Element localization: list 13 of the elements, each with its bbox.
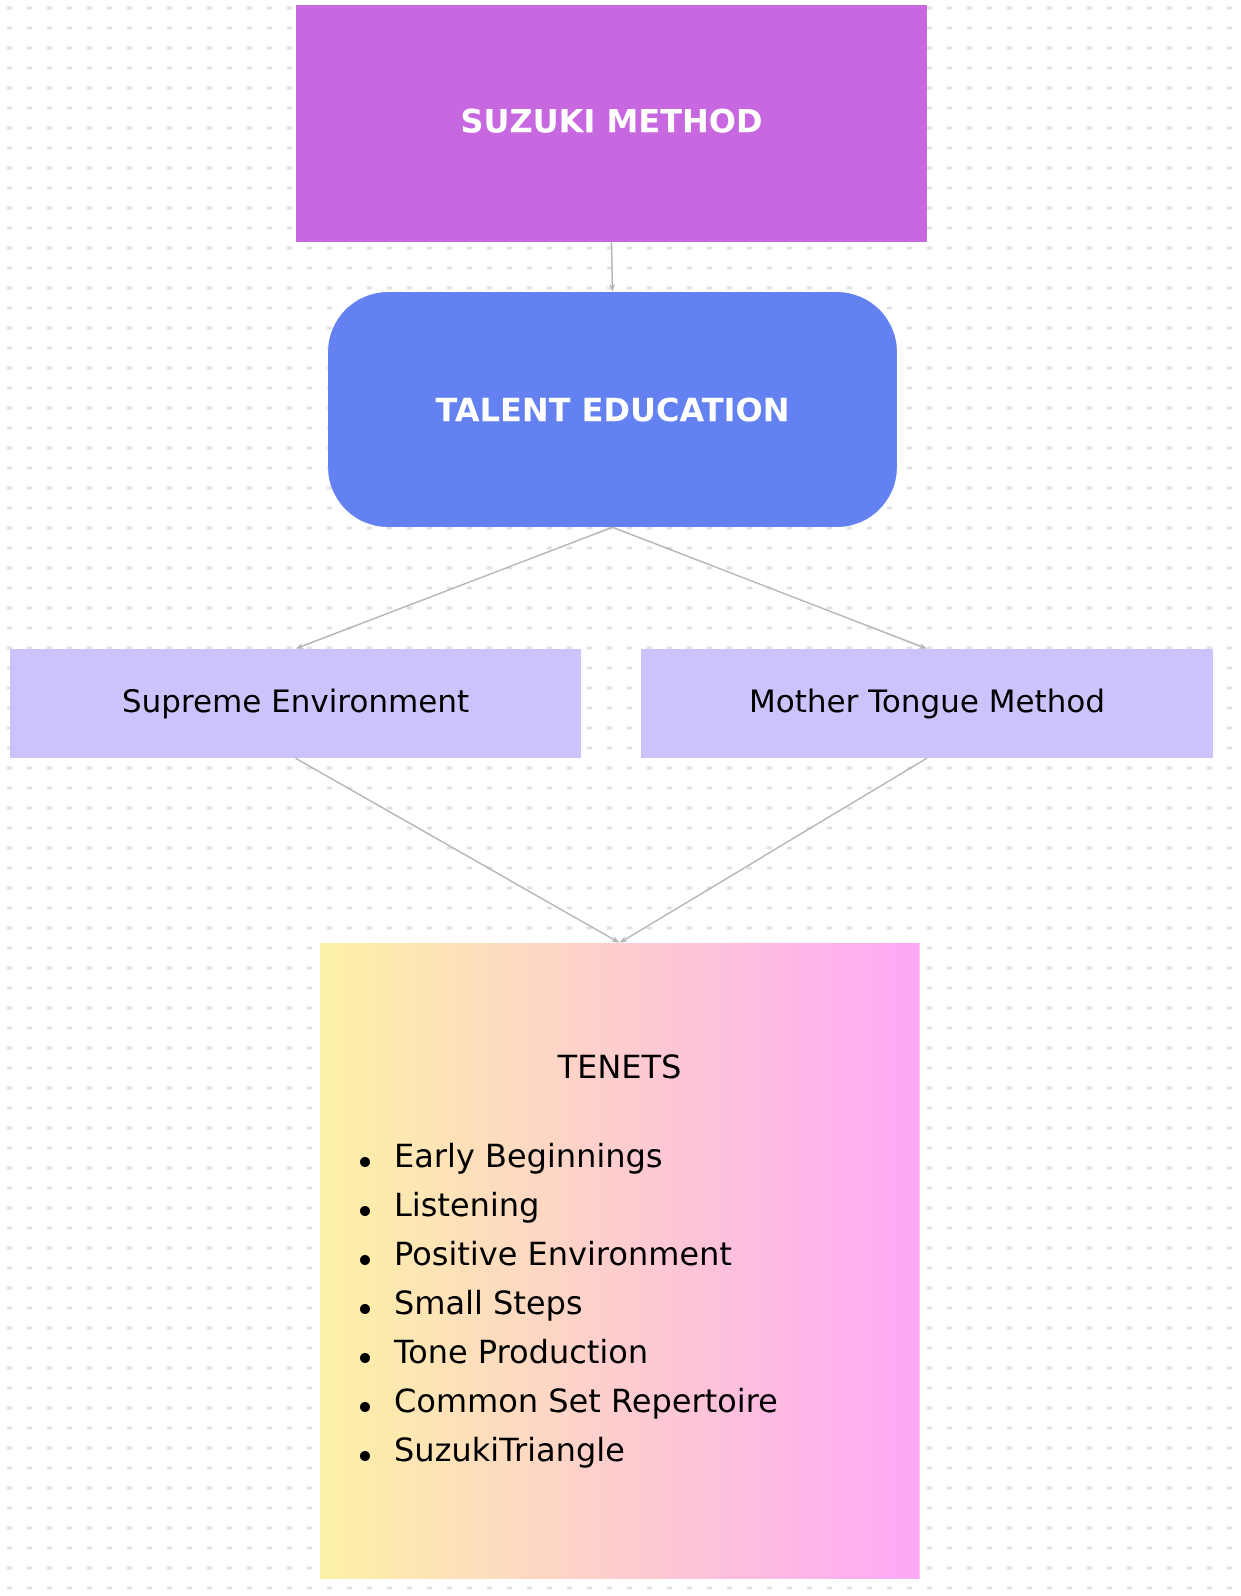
rounded-box: TALENT EDUCATION <box>328 292 897 527</box>
node-label: Tone Production <box>393 1338 646 1364</box>
title-box: SUZUKI METHOD <box>296 5 927 242</box>
concept-box: Mother Tongue Method <box>641 649 1213 758</box>
node-label: Small Steps <box>396 1289 582 1321</box>
node-label: Early Beginnings <box>397 1142 662 1174</box>
node-label: Listening <box>397 1191 537 1223</box>
node-label: SuzukiTriangle <box>396 1436 624 1468</box>
node-label: Common Set Repertoire <box>395 1387 777 1419</box>
tenets-box: TENETS Early Beginnings Listening Positive Environment Small Steps Tone Production Common Set Repertoire SuzukiTriangle <box>320 943 920 1579</box>
concept-box: Supreme Environment <box>10 649 581 758</box>
node-label: TENETS <box>557 1054 680 1079</box>
node-label: Positive Environment <box>397 1240 732 1266</box>
